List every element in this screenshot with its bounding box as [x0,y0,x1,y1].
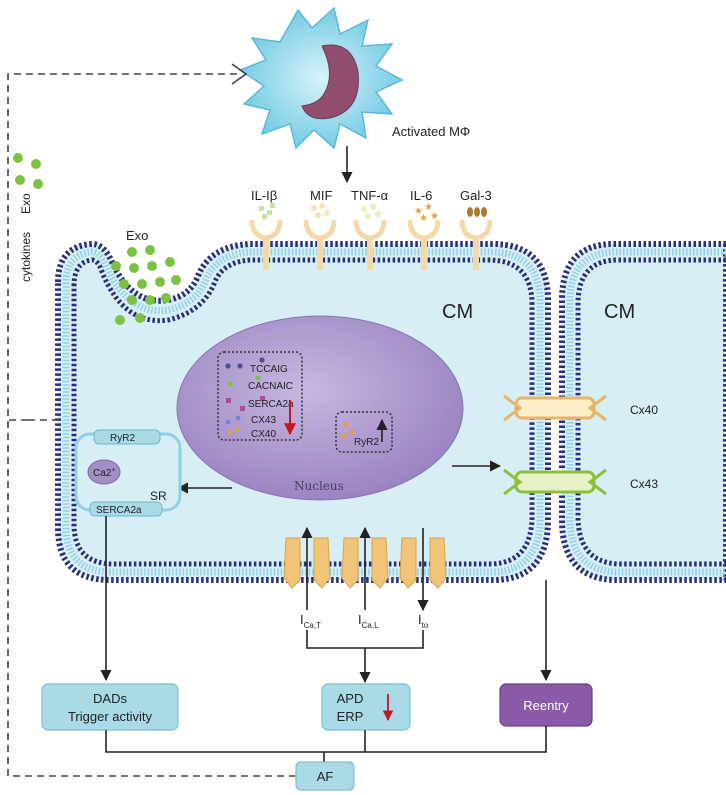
outcomes-bracket [105,726,547,753]
gene-cacnaic: CACNAIC [248,381,293,392]
sr-ryr2-label: RyR2 [110,433,135,444]
receptor-il1b [249,203,283,270]
current-ito: Ito [418,612,429,630]
af-box: AF [295,761,355,791]
cytokine-receptors: ★★ ★★ [249,202,493,270]
side-cytokines-label: cytokines [19,232,33,282]
ion-channels [283,537,447,589]
cytokine-label-il6: IL-6 [410,188,432,203]
receptor-il6: ★★ ★★ [407,202,441,270]
exo-label: Exo [126,228,148,243]
side-exosomes [13,153,43,189]
cm-label-left: CM [442,301,473,323]
feedback-arrowhead [231,63,248,85]
gene-serca2a: SERCA2a [248,399,294,410]
cytokine-label-gal3: Gal-3 [460,188,492,203]
current-ica-t: ICa,T [300,612,321,630]
current-ica-l: ICa,L [358,612,379,630]
connexin-cx40 [503,394,607,422]
gene-dots [225,357,265,434]
apd-label: APD [337,691,364,706]
af-label: AF [317,769,334,784]
sr-calcium-label: Ca2+ [93,467,115,479]
nucleus-label: Nucleus [294,479,344,493]
svg-text:★: ★ [424,202,433,213]
reentry-label: Reentry [523,698,569,713]
dads-box: DADs Trigger activity [41,683,179,731]
side-exo-label: Exo [19,193,33,214]
connexin-cx43 [503,468,607,496]
cx40-label: Cx40 [630,403,658,417]
erp-label: ERP [337,709,364,724]
feedback-dashed-lower [7,420,296,777]
exosome-cluster [111,245,181,325]
reentry-box: Reentry [499,683,593,727]
gene-tccaig: TCCAIG [250,364,288,375]
upregulated-genes-box [335,411,393,453]
svg-text:★: ★ [430,211,439,222]
macrophage-label: Activated MΦ [392,124,470,139]
gene-cx40: CX40 [251,429,276,440]
cytokine-label-tnfa: TNF-α [351,188,389,203]
sr-label: SR [150,489,167,503]
sr-serca2a-label: SERCA2a [96,505,142,516]
cytokine-label-mif: MIF [310,188,332,203]
receptor-tnfa [353,203,387,270]
cardiomyocyte-right [559,241,726,583]
cm-label-right: CM [604,301,635,323]
nucleus [176,315,464,501]
feedback-dashed-upper [7,73,238,421]
currents-bracket [306,630,424,649]
downregulated-genes-box [217,351,303,441]
svg-text:★: ★ [414,206,423,217]
svg-text:★: ★ [419,213,428,224]
receptor-gal3 [459,207,493,270]
activated-macrophage [238,6,404,150]
trigger-activity-label: Trigger activity [68,709,153,724]
sarcoplasmic-reticulum [74,429,182,517]
gene-cx43: CX43 [251,415,276,426]
receptor-mif [303,203,337,270]
gene-ryr2: RyR2 [354,437,379,448]
cytokine-label-il1b: IL-Iβ [251,188,277,203]
cx43-label: Cx43 [630,477,658,491]
dads-label: DADs [93,691,127,706]
apd-erp-box: APD ERP [321,683,411,731]
